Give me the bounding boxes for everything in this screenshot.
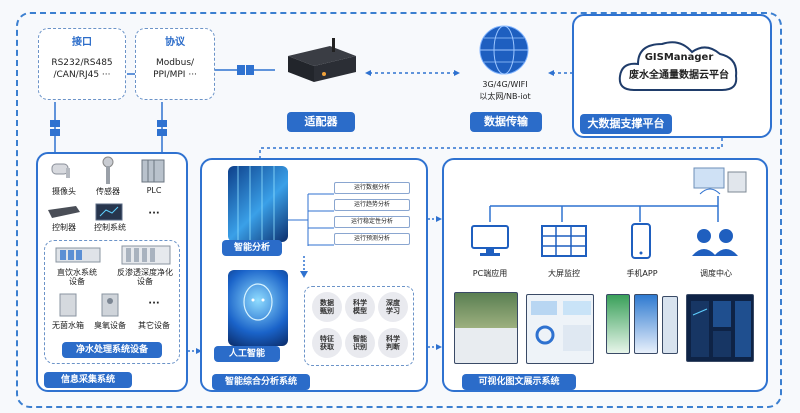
ai-label: 人工智能 — [214, 346, 280, 362]
interface-title: 接口 — [72, 37, 92, 48]
smart-analysis-image — [228, 166, 288, 242]
ai-methods-group — [304, 286, 414, 366]
dispatch-server-icon — [690, 164, 750, 202]
network-line-2: 以太网/NB-iot — [479, 92, 531, 101]
device-label-other: 其它设备 — [138, 321, 170, 330]
interface-box: 接口 RS232/RS485 /CAN/RJ45 ··· — [38, 28, 126, 100]
ai-image — [228, 270, 288, 346]
protocol-box: 协议 Modbus/ PPI/MPI ··· — [135, 28, 215, 100]
adapter-label: 适配器 — [287, 112, 355, 132]
connector-analysis-visual-2 — [428, 336, 442, 355]
device-label-sterile-tank: 无菌水箱 — [52, 321, 84, 330]
network-globe-icon — [478, 24, 530, 80]
connector-smart-ai — [300, 256, 308, 282]
ai-bubble-1: 数据 甄别 — [312, 292, 342, 322]
analysis-system-label: 智能综合分析系统 — [212, 374, 310, 390]
cloud-title-2: 废水全通量数据云平台 — [629, 70, 729, 81]
terminal-label-pc: PC端应用 — [472, 269, 508, 278]
ozone-icon — [100, 292, 120, 322]
terminal-label-dispatch: 调度中心 — [700, 269, 732, 278]
water-group-label: 净水处理系统设备 — [62, 342, 162, 358]
interface-line-2: /CAN/RJ45 ··· — [53, 70, 111, 80]
ai-bubble-2: 科学 模型 — [345, 292, 375, 322]
device-label-plc: PLC — [146, 186, 162, 195]
analysis-item-1: 运行数据分析 — [334, 182, 410, 194]
drinking-water-icon — [54, 244, 102, 270]
big-screen-icon — [540, 224, 588, 262]
connector-adapter-network — [365, 62, 460, 81]
device-label-drinking-water: 直饮水系统 设备 — [57, 268, 97, 286]
device-label-control-system: 控制系统 — [94, 223, 126, 232]
outer-frame — [16, 12, 782, 408]
adapter-device-icon — [280, 38, 360, 92]
more-devices: ··· — [148, 208, 160, 219]
app-screenshot-1 — [606, 294, 630, 354]
network-line-1: 3G/4G/WIFI — [482, 80, 528, 89]
terminal-tree-connector — [480, 196, 730, 230]
plc-icon — [140, 158, 166, 188]
control-system-icon — [94, 202, 124, 226]
device-label-controller: 控制器 — [52, 223, 76, 232]
device-label-ozone: 臭氧设备 — [94, 321, 126, 330]
sensor-icon — [98, 156, 118, 190]
pc-icon — [470, 224, 510, 262]
app-screenshot-3 — [662, 296, 678, 354]
connector-interface-down — [48, 102, 62, 156]
bigdata-platform-box: GISManager 废水全通量数据云平台 大数据支撑平台 — [572, 14, 772, 138]
analysis-item-4: 运行预测分析 — [334, 233, 410, 245]
bigdata-label: 大数据支撑平台 — [580, 114, 672, 134]
water-equipment-group — [44, 240, 180, 364]
interface-line-1: RS232/RS485 — [51, 58, 113, 68]
ai-bubble-3: 深度 学习 — [378, 292, 408, 322]
analysis-item-2: 运行趋势分析 — [334, 199, 410, 211]
device-label-camera: 摄像头 — [52, 187, 76, 196]
ro-purification-icon — [120, 244, 172, 270]
visual-system-label: 可视化图文展示系统 — [462, 374, 576, 390]
dispatch-screenshot — [686, 294, 754, 362]
protocol-line-2: PPI/MPI ··· — [153, 70, 197, 80]
ai-bubble-5: 智能 识别 — [345, 328, 375, 358]
camera-icon — [50, 158, 76, 186]
connector-protocol-down — [155, 102, 169, 156]
connector-collect-analysis — [188, 340, 202, 359]
more-devices-2: ··· — [148, 298, 160, 309]
monitor-screenshot — [526, 294, 594, 364]
device-label-sensor: 传感器 — [96, 187, 120, 196]
phone-icon — [630, 222, 652, 264]
connector-smart-items — [288, 190, 338, 254]
connector-analysis-visual-1 — [428, 208, 442, 227]
smart-analysis-label: 智能分析 — [222, 240, 282, 256]
analysis-item-3: 运行稳定性分析 — [334, 216, 410, 228]
cloud-icon — [614, 32, 744, 98]
controller-icon — [46, 204, 82, 224]
transmission-label: 数据传输 — [470, 112, 542, 132]
cloud-title-1: GISManager — [644, 52, 714, 63]
device-label-ro: 反渗透深度净化 设备 — [117, 268, 173, 286]
protocol-line-1: Modbus/ — [155, 58, 195, 68]
ai-bubble-4: 特征 获取 — [312, 328, 342, 358]
dispatch-icon — [690, 226, 740, 262]
app-screenshot-2 — [634, 294, 658, 354]
terminal-label-big-screen: 大屏监控 — [548, 269, 580, 278]
plug-connector — [215, 62, 275, 81]
ai-bubble-6: 科学 判断 — [378, 328, 408, 358]
pc-app-screenshot — [454, 292, 518, 364]
collect-system-label: 信息采集系统 — [44, 372, 132, 388]
protocol-title: 协议 — [165, 37, 185, 48]
terminal-label-phone: 手机APP — [626, 269, 658, 278]
sterile-tank-icon — [58, 292, 78, 322]
